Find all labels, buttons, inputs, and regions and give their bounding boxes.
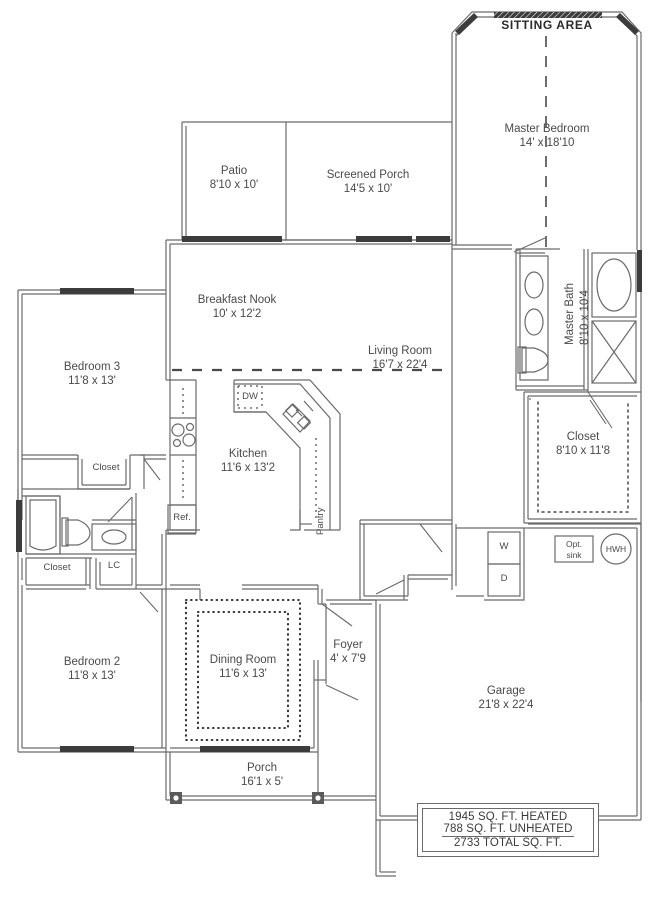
dining-tray-ceiling bbox=[184, 598, 302, 742]
sqft-heated: 1945 SQ. FT. HEATED bbox=[448, 811, 568, 823]
square-footage-box-inner: 1945 SQ. FT. HEATED 788 SQ. FT. UNHEATED… bbox=[422, 808, 594, 852]
upper-cabinet-lines bbox=[182, 385, 317, 520]
master-closet-shelving bbox=[537, 401, 629, 513]
porch-columns bbox=[170, 792, 324, 804]
square-footage-box-outer: 1945 SQ. FT. HEATED 788 SQ. FT. UNHEATED… bbox=[417, 803, 599, 857]
sqft-total: 2733 TOTAL SQ. FT. bbox=[453, 837, 563, 849]
sqft-unheated: 788 SQ. FT. UNHEATED bbox=[441, 823, 575, 837]
windows bbox=[16, 12, 642, 752]
